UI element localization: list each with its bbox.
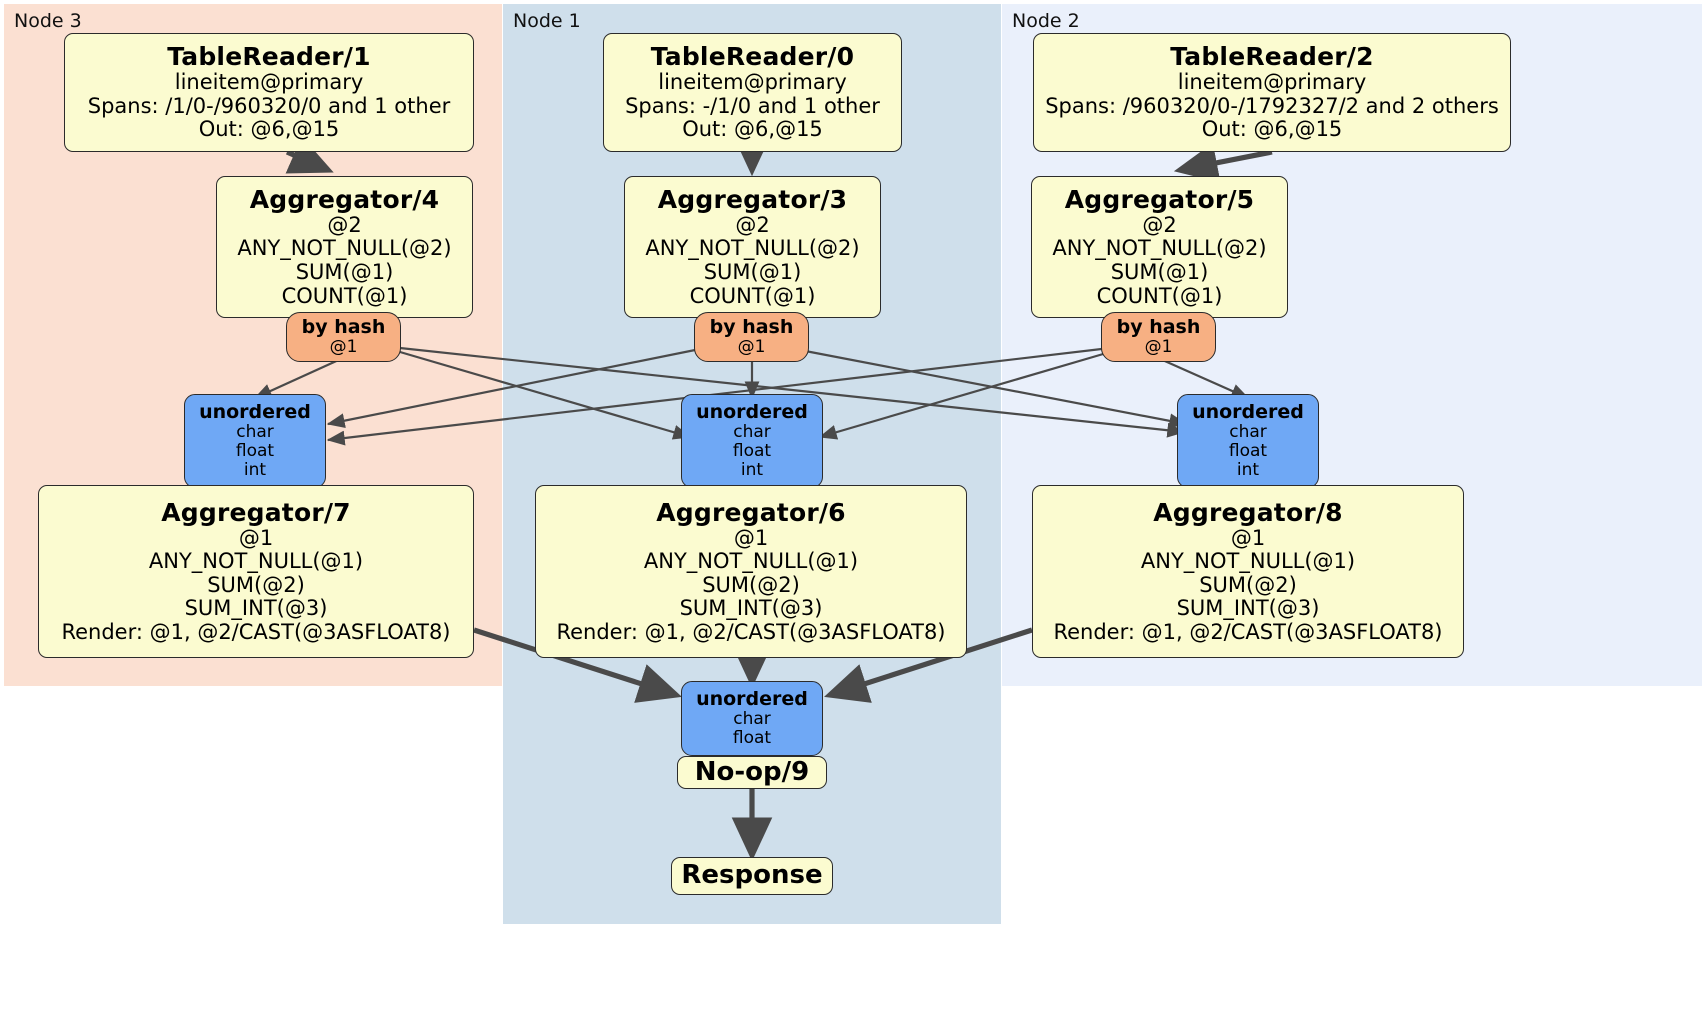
synchronizer-unordered-left-t2: float bbox=[235, 441, 275, 462]
router-by-hash-center-title: by hash bbox=[709, 315, 794, 338]
aggregator-8-agg1: ANY_NOT_NULL(@1) bbox=[1140, 549, 1356, 574]
synchronizer-unordered-center-t3: int bbox=[740, 460, 764, 481]
panel-node-1-label: Node 1 bbox=[513, 10, 581, 32]
synchronizer-unordered-final[interactable]: unordered char float bbox=[681, 681, 823, 756]
processor-aggregator-5[interactable]: Aggregator/5 @2 ANY_NOT_NULL(@2) SUM(@1)… bbox=[1031, 176, 1288, 318]
router-by-hash-right-title: by hash bbox=[1116, 315, 1201, 338]
tablereader-1-out: Out: @6,@15 bbox=[198, 117, 340, 142]
aggregator-3-agg3: COUNT(@1) bbox=[689, 283, 816, 308]
router-by-hash-left-title: by hash bbox=[301, 315, 386, 338]
panel-node-2-label: Node 2 bbox=[1012, 10, 1080, 32]
aggregator-5-agg3: COUNT(@1) bbox=[1096, 283, 1223, 308]
router-by-hash-center[interactable]: by hash @1 bbox=[694, 312, 809, 362]
aggregator-7-title: Aggregator/7 bbox=[161, 497, 351, 527]
processor-aggregator-4[interactable]: Aggregator/4 @2 ANY_NOT_NULL(@2) SUM(@1)… bbox=[216, 176, 473, 318]
synchronizer-unordered-final-t1: char bbox=[733, 709, 771, 730]
synchronizer-unordered-center[interactable]: unordered char float int bbox=[681, 394, 823, 488]
aggregator-4-group: @2 bbox=[327, 212, 362, 237]
synchronizer-unordered-right-t3: int bbox=[1236, 460, 1260, 481]
processor-noop-9[interactable]: No-op/9 bbox=[677, 756, 827, 789]
panel-node-3-label: Node 3 bbox=[14, 10, 82, 32]
tablereader-2-spans: Spans: /960320/0-/1792327/2 and 2 others bbox=[1045, 93, 1499, 118]
tablereader-1-spans: Spans: /1/0-/960320/0 and 1 other bbox=[87, 93, 451, 118]
processor-response[interactable]: Response bbox=[671, 857, 833, 895]
aggregator-4-agg3: COUNT(@1) bbox=[281, 283, 408, 308]
aggregator-7-agg3: SUM_INT(@3) bbox=[184, 596, 328, 621]
synchronizer-unordered-right[interactable]: unordered char float int bbox=[1177, 394, 1319, 488]
aggregator-4-agg1: ANY_NOT_NULL(@2) bbox=[237, 236, 452, 261]
processor-tablereader-2[interactable]: TableReader/2 lineitem@primary Spans: /9… bbox=[1033, 33, 1511, 152]
aggregator-7-agg1: ANY_NOT_NULL(@1) bbox=[148, 549, 364, 574]
aggregator-5-title: Aggregator/5 bbox=[1064, 184, 1255, 214]
processor-aggregator-3[interactable]: Aggregator/3 @2 ANY_NOT_NULL(@2) SUM(@1)… bbox=[624, 176, 881, 318]
aggregator-3-group: @2 bbox=[735, 212, 770, 237]
synchronizer-unordered-right-t2: float bbox=[1228, 441, 1268, 462]
response-title: Response bbox=[681, 860, 823, 891]
tablereader-2-table: lineitem@primary bbox=[1177, 70, 1367, 95]
tablereader-0-spans: Spans: -/1/0 and 1 other bbox=[625, 93, 880, 118]
aggregator-3-agg2: SUM(@1) bbox=[703, 260, 802, 284]
aggregator-8-group: @1 bbox=[1230, 525, 1266, 550]
aggregator-4-agg2: SUM(@1) bbox=[295, 260, 394, 284]
aggregator-6-render: Render: @1, @2/CAST(@3ASFLOAT8) bbox=[556, 619, 946, 644]
processor-tablereader-1[interactable]: TableReader/1 lineitem@primary Spans: /1… bbox=[64, 33, 474, 152]
processor-aggregator-8[interactable]: Aggregator/8 @1 ANY_NOT_NULL(@1) SUM(@2)… bbox=[1032, 485, 1464, 658]
synchronizer-unordered-center-title: unordered bbox=[696, 400, 808, 423]
aggregator-6-title: Aggregator/6 bbox=[656, 497, 846, 527]
synchronizer-unordered-center-t2: float bbox=[732, 441, 772, 462]
aggregator-7-group: @1 bbox=[238, 525, 274, 550]
aggregator-6-agg3: SUM_INT(@3) bbox=[679, 596, 823, 621]
router-by-hash-left[interactable]: by hash @1 bbox=[286, 312, 401, 362]
synchronizer-unordered-left-t3: int bbox=[243, 460, 267, 481]
router-by-hash-right[interactable]: by hash @1 bbox=[1101, 312, 1216, 362]
synchronizer-unordered-right-title: unordered bbox=[1192, 400, 1304, 423]
synchronizer-unordered-left-title: unordered bbox=[199, 400, 311, 423]
aggregator-5-agg2: SUM(@1) bbox=[1110, 260, 1209, 284]
synchronizer-unordered-final-t2: float bbox=[732, 728, 772, 749]
aggregator-7-agg2: SUM(@2) bbox=[207, 572, 305, 597]
noop-9-title: No-op/9 bbox=[694, 756, 810, 787]
aggregator-3-title: Aggregator/3 bbox=[657, 184, 848, 214]
synchronizer-unordered-right-t1: char bbox=[1229, 422, 1267, 443]
tablereader-2-out: Out: @6,@15 bbox=[1201, 117, 1343, 142]
processor-aggregator-6[interactable]: Aggregator/6 @1 ANY_NOT_NULL(@1) SUM(@2)… bbox=[535, 485, 967, 658]
tablereader-0-title: TableReader/0 bbox=[650, 42, 855, 72]
aggregator-6-agg1: ANY_NOT_NULL(@1) bbox=[643, 549, 859, 574]
router-by-hash-center-col: @1 bbox=[737, 337, 766, 358]
aggregator-6-group: @1 bbox=[733, 525, 769, 550]
synchronizer-unordered-final-title: unordered bbox=[696, 687, 808, 710]
tablereader-2-title: TableReader/2 bbox=[1170, 42, 1374, 72]
tablereader-1-title: TableReader/1 bbox=[167, 42, 371, 72]
aggregator-7-render: Render: @1, @2/CAST(@3ASFLOAT8) bbox=[61, 619, 451, 644]
synchronizer-unordered-left[interactable]: unordered char float int bbox=[184, 394, 326, 488]
router-by-hash-right-col: @1 bbox=[1144, 337, 1173, 358]
router-by-hash-left-col: @1 bbox=[329, 337, 358, 358]
synchronizer-unordered-left-t1: char bbox=[236, 422, 274, 443]
tablereader-1-table: lineitem@primary bbox=[174, 70, 364, 95]
aggregator-5-group: @2 bbox=[1142, 212, 1177, 237]
tablereader-0-table: lineitem@primary bbox=[658, 70, 847, 95]
aggregator-4-title: Aggregator/4 bbox=[249, 184, 440, 214]
aggregator-8-agg3: SUM_INT(@3) bbox=[1176, 596, 1320, 621]
aggregator-8-agg2: SUM(@2) bbox=[1199, 572, 1297, 597]
aggregator-8-render: Render: @1, @2/CAST(@3ASFLOAT8) bbox=[1053, 619, 1443, 644]
synchronizer-unordered-center-t1: char bbox=[733, 422, 771, 443]
processor-aggregator-7[interactable]: Aggregator/7 @1 ANY_NOT_NULL(@1) SUM(@2)… bbox=[38, 485, 474, 658]
aggregator-6-agg2: SUM(@2) bbox=[702, 572, 800, 597]
aggregator-3-agg1: ANY_NOT_NULL(@2) bbox=[645, 236, 860, 261]
aggregator-8-title: Aggregator/8 bbox=[1153, 497, 1343, 527]
aggregator-5-agg1: ANY_NOT_NULL(@2) bbox=[1052, 236, 1267, 261]
processor-tablereader-0[interactable]: TableReader/0 lineitem@primary Spans: -/… bbox=[603, 33, 902, 152]
tablereader-0-out: Out: @6,@15 bbox=[682, 117, 823, 142]
